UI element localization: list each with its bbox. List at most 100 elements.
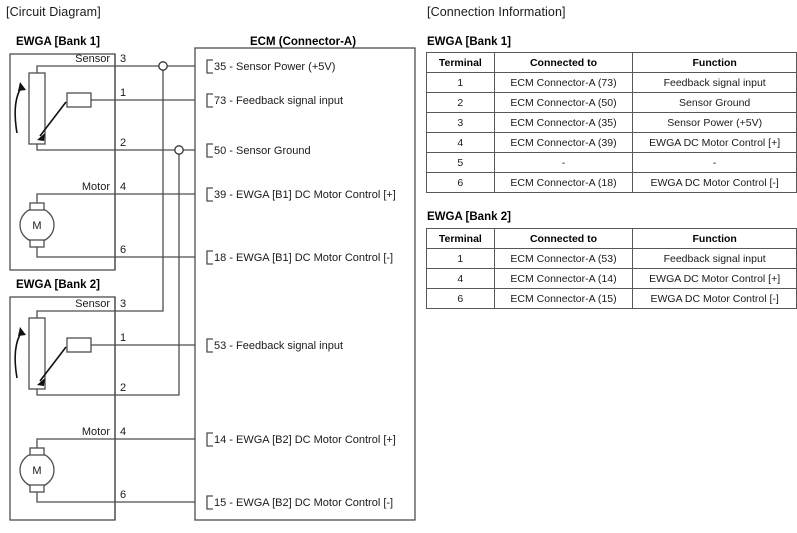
cell-function: Feedback signal input <box>632 248 797 269</box>
cell-function: - <box>632 152 797 173</box>
circuit-diagram-heading: [Circuit Diagram] <box>6 5 101 19</box>
table-bank1-title: EWGA [Bank 1] <box>427 36 511 48</box>
ecm-terminal-73-bracket <box>206 93 213 108</box>
cell-terminal: 6 <box>426 172 495 193</box>
bank1-wiper-arrowhead <box>37 133 45 141</box>
cell-connected-to: ECM Connector-A (53) <box>493 248 634 269</box>
cell-function: EWGA DC Motor Control [+] <box>632 268 797 289</box>
bank2-motor-bottom-brush <box>29 484 45 493</box>
bank2-motor-pin4-number: 4 <box>120 426 126 438</box>
cell-connected-to: ECM Connector-A (15) <box>493 288 634 309</box>
cell-connected-to: ECM Connector-A (14) <box>493 268 634 289</box>
table-row: 4 ECM Connector-A (14) EWGA DC Motor Con… <box>426 268 797 289</box>
bank2-sensor-label: Sensor <box>75 298 110 310</box>
cell-terminal: 4 <box>426 268 495 289</box>
ewga-bank1-title: EWGA [Bank 1] <box>16 36 100 48</box>
bank1-rotation-arrowhead <box>18 82 26 91</box>
bank1-motor-pin6-wire <box>36 247 195 258</box>
bank1-motor-pin6-number: 6 <box>120 244 126 256</box>
connection-table-bank2: Terminal Connected to Function 1 ECM Con… <box>426 228 797 309</box>
bank2-sensor-pin3-number: 3 <box>120 298 126 310</box>
bank1-sensor-label: Sensor <box>75 53 110 65</box>
table-row: 1 ECM Connector-A (53) Feedback signal i… <box>426 248 797 269</box>
cell-function: Sensor Power (+5V) <box>632 112 797 133</box>
table-row: 6 ECM Connector-A (15) EWGA DC Motor Con… <box>426 288 797 309</box>
table-bank1-col-connected-to: Connected to <box>493 52 634 73</box>
table-row: 4 ECM Connector-A (39) EWGA DC Motor Con… <box>426 132 797 153</box>
cell-connected-to: - <box>493 152 634 173</box>
bank1-motor-pin4-number: 4 <box>120 181 126 193</box>
ecm-terminal-14-label: 14 - EWGA [B2] DC Motor Control [+] <box>214 434 396 446</box>
table-row: 1 ECM Connector-A (73) Feedback signal i… <box>426 72 797 93</box>
bank1-sensor-pin3-number: 3 <box>120 53 126 65</box>
cell-terminal: 5 <box>426 152 495 173</box>
bank2-motor-top-brush <box>29 447 45 456</box>
bank1-potentiometer-wiper-box <box>66 92 92 108</box>
ecm-connector-a-enclosure <box>194 47 416 521</box>
ecm-terminal-53-bracket <box>206 338 213 353</box>
cell-function: EWGA DC Motor Control [-] <box>632 172 797 193</box>
cell-terminal: 2 <box>426 92 495 113</box>
sensor-power-junction-node <box>158 61 168 71</box>
bank1-sensor-pin2-number: 2 <box>120 137 126 149</box>
bank1-rotation-arc <box>14 85 23 134</box>
ecm-terminal-15-label: 15 - EWGA [B2] DC Motor Control [-] <box>214 497 393 509</box>
bank2-sensor-pin2-wire <box>36 150 180 396</box>
bank1-motor-label: Motor <box>82 181 110 193</box>
bank1-wiper-arrow <box>39 101 67 137</box>
cell-terminal: 6 <box>426 288 495 309</box>
bank2-motor-pin6-wire <box>36 492 195 503</box>
bank2-motor-pin6-number: 6 <box>120 489 126 501</box>
bank1-motor-symbol-letter: M <box>32 220 41 232</box>
bank1-motor-bottom-brush <box>29 239 45 248</box>
bank1-motor-pin4-wire <box>36 193 195 203</box>
table-bank2-title: EWGA [Bank 2] <box>427 211 511 223</box>
cell-connected-to: ECM Connector-A (39) <box>493 132 634 153</box>
cell-function: Sensor Ground <box>632 92 797 113</box>
bank2-rotation-arc <box>14 330 23 379</box>
cell-connected-to: ECM Connector-A (18) <box>493 172 634 193</box>
table-bank1-col-terminal: Terminal <box>426 52 495 73</box>
bank1-sensor-pin2-wire <box>36 144 195 151</box>
ecm-terminal-18-bracket <box>206 250 213 265</box>
ecm-terminal-50-bracket <box>206 143 213 158</box>
ecm-terminal-50-label: 50 - Sensor Ground <box>214 145 311 157</box>
ecm-connector-a-title: ECM (Connector-A) <box>250 36 357 48</box>
cell-connected-to: ECM Connector-A (73) <box>493 72 634 93</box>
bank2-sensor-pin3-wire <box>36 66 164 318</box>
ecm-terminal-18-label: 18 - EWGA [B1] DC Motor Control [-] <box>214 252 393 264</box>
bank2-motor-label: Motor <box>82 426 110 438</box>
ecm-terminal-35-label: 35 - Sensor Power (+5V) <box>214 61 335 73</box>
cell-connected-to: ECM Connector-A (50) <box>493 92 634 113</box>
table-bank1-header-row: Terminal Connected to Function <box>426 52 797 73</box>
bank2-motor-symbol-letter: M <box>32 465 41 477</box>
ewga-bank2-title: EWGA [Bank 2] <box>16 279 100 291</box>
connection-information-heading: [Connection Information] <box>427 5 566 19</box>
cell-terminal: 1 <box>426 248 495 269</box>
table-row: 2 ECM Connector-A (50) Sensor Ground <box>426 92 797 113</box>
bank2-wiper-arrow <box>39 346 67 382</box>
bank2-potentiometer-wiper-box <box>66 337 92 353</box>
circuit-schematic: Sensor 3 1 2 M Motor 4 6 Sensor 3 1 <box>9 47 416 521</box>
cell-terminal: 3 <box>426 112 495 133</box>
ecm-terminal-39-label: 39 - EWGA [B1] DC Motor Control [+] <box>214 189 396 201</box>
bank2-motor-pin4-wire <box>36 438 195 448</box>
connection-table-bank1: Terminal Connected to Function 1 ECM Con… <box>426 52 797 193</box>
ecm-terminal-39-bracket <box>206 187 213 202</box>
bank2-wiper-arrowhead <box>37 378 45 386</box>
ecm-terminal-14-bracket <box>206 432 213 447</box>
cell-connected-to: ECM Connector-A (35) <box>493 112 634 133</box>
bank1-motor-top-brush <box>29 202 45 211</box>
table-bank2-col-connected-to: Connected to <box>493 228 634 249</box>
bank1-sensor-pin3-wire <box>36 65 195 73</box>
ecm-terminal-35-bracket <box>206 59 213 74</box>
table-bank1-col-function: Function <box>632 52 797 73</box>
ecm-terminal-15-bracket <box>206 495 213 510</box>
cell-terminal: 1 <box>426 72 495 93</box>
bank1-sensor-pin1-number: 1 <box>120 87 126 99</box>
cell-terminal: 4 <box>426 132 495 153</box>
table-bank2-col-function: Function <box>632 228 797 249</box>
ewga-bank2-enclosure <box>9 296 116 521</box>
cell-function: EWGA DC Motor Control [+] <box>632 132 797 153</box>
